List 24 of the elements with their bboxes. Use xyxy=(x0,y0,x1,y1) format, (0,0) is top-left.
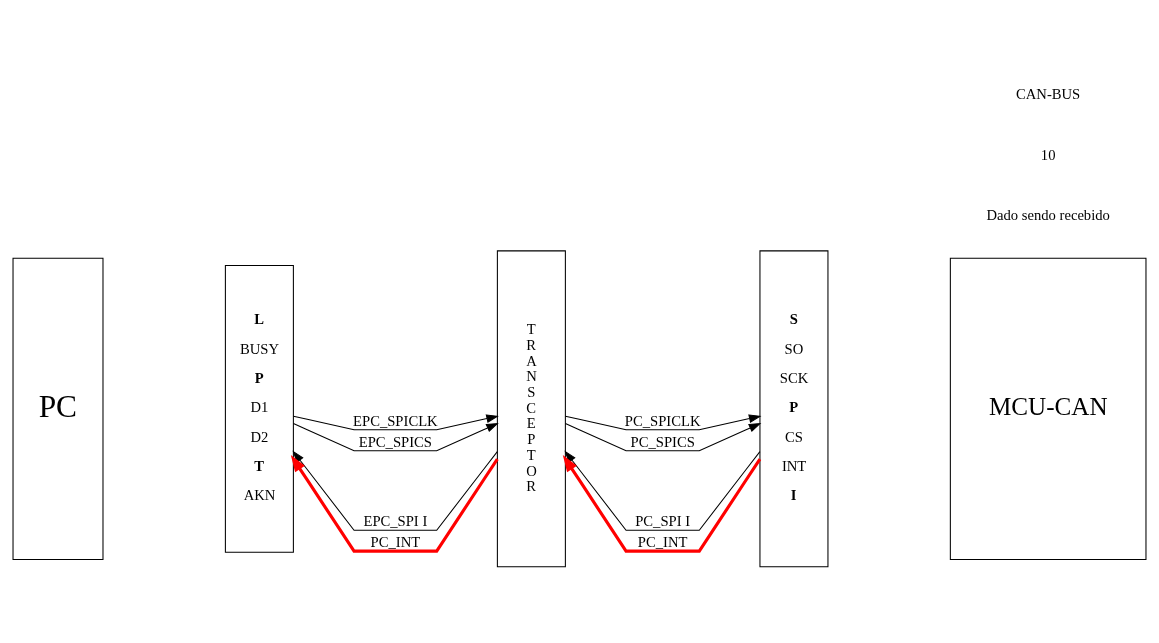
arrow xyxy=(292,422,499,452)
node-box: PC xyxy=(12,257,104,560)
edge-label: PC_SPICS xyxy=(630,433,695,450)
arrow xyxy=(564,422,762,452)
label: Dado sendo recebido xyxy=(986,207,1110,224)
arrow xyxy=(562,455,762,553)
label: CAN-BUS xyxy=(1016,85,1081,102)
edge-label: EPC_SPICLK xyxy=(353,412,438,429)
edge-label: PC_SPICLK xyxy=(624,412,701,429)
node-box: S SO SCK P CS INT I xyxy=(759,250,829,568)
edge-label: PC_SPI I xyxy=(635,513,691,530)
edge-label: PC_INT xyxy=(370,534,421,551)
arrow xyxy=(564,414,762,431)
edge-label: PC_INT xyxy=(637,534,688,551)
label: 10 xyxy=(1040,146,1056,163)
arrow xyxy=(292,414,499,431)
arrow xyxy=(290,455,499,553)
arrow xyxy=(292,450,498,531)
edge-label: EPC_SPI I xyxy=(363,513,428,530)
edge-label: EPC_SPICS xyxy=(358,433,432,450)
node-box: T R A N S C E P T O R xyxy=(496,250,566,568)
arrow xyxy=(564,450,761,531)
node-box: MCU-CAN xyxy=(949,257,1147,560)
node-box: L BUSY P D1 D2 T AKN xyxy=(224,265,294,553)
